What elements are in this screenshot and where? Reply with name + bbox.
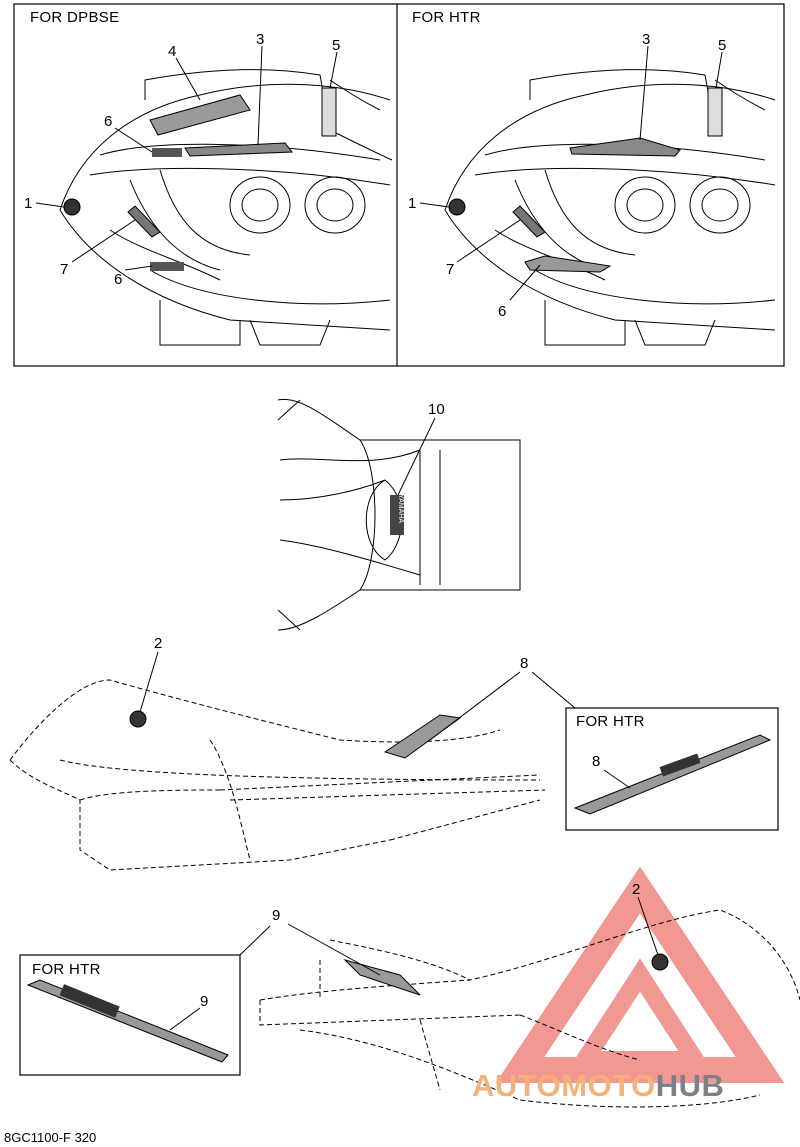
watermark-text-auto: AUTOMOTO — [472, 1068, 656, 1103]
callout-6: 6 — [104, 113, 113, 130]
emblem-1 — [63, 198, 81, 216]
side-view-right — [259, 909, 800, 1108]
decal-8-inset-mark — [659, 753, 701, 777]
callout-3: 3 — [256, 31, 265, 48]
callout-9: 9 — [272, 907, 281, 924]
callout-5: 5 — [332, 37, 341, 54]
decal-6-htr — [524, 255, 612, 273]
callout-10: 10 — [428, 401, 445, 418]
decal-6-lower — [150, 262, 184, 271]
decals-dpbse — [63, 87, 337, 271]
decal-7 — [127, 205, 161, 238]
callout-7: 7 — [60, 261, 69, 278]
decal-9-inset-mark — [59, 984, 120, 1018]
decal-7-htr — [512, 205, 546, 238]
caption-for-htr-mid: FOR HTR — [576, 713, 645, 730]
decal-9-side — [343, 959, 421, 996]
decal-5-htr — [707, 87, 723, 137]
callout-1: 1 — [24, 195, 33, 212]
leaders-htr — [419, 45, 723, 301]
callout-7-htr: 7 — [446, 261, 455, 278]
decal-3-htr — [569, 137, 681, 157]
leader-10 — [397, 417, 436, 496]
leader-9-inset — [169, 1007, 201, 1031]
callout-4: 4 — [168, 43, 177, 60]
callout-1-htr: 1 — [408, 195, 417, 212]
front-view-dpbse — [59, 69, 393, 346]
leader-8-inset — [603, 769, 631, 789]
callout-5-htr: 5 — [718, 37, 727, 54]
callout-6-htr: 6 — [498, 303, 507, 320]
caption-for-htr-bottom: FOR HTR — [32, 961, 101, 978]
caption-for-dpbse: FOR DPBSE — [30, 9, 120, 26]
callout-8-inset: 8 — [592, 753, 601, 770]
emblem-2-mid — [129, 710, 147, 728]
leaders-mid — [139, 651, 576, 741]
emblem-2-bottom — [651, 953, 669, 971]
callout-6-lower: 6 — [114, 271, 123, 288]
decals-htr — [448, 87, 723, 273]
callout-9-inset: 9 — [200, 993, 209, 1010]
emblem-1-htr — [448, 198, 466, 216]
top-frame — [13, 3, 785, 367]
side-view-left — [9, 679, 546, 871]
top-view-seat — [277, 398, 521, 631]
leaders-dpbse — [35, 45, 338, 271]
decal-10-text: YAMAHA — [397, 493, 405, 524]
callout-2-bottom: 2 — [632, 881, 641, 898]
callout-2-mid: 2 — [154, 635, 163, 652]
callout-8: 8 — [520, 655, 529, 672]
decal-4 — [149, 94, 251, 136]
watermark-text: AUTOMOTOHUB — [472, 1068, 724, 1104]
watermark-logo — [495, 866, 785, 1083]
caption-for-htr-top: FOR HTR — [412, 9, 481, 26]
callout-3-htr: 3 — [642, 31, 651, 48]
decal-10 — [390, 495, 404, 535]
decal-6-upper — [152, 148, 182, 157]
part-code: 8GC1100-F 320 — [4, 1130, 97, 1145]
decal-8-side — [383, 714, 462, 759]
decal-5 — [321, 87, 337, 137]
watermark-text-hub: HUB — [655, 1068, 725, 1103]
leaders-bottom — [239, 896, 659, 976]
decal-3 — [184, 142, 293, 157]
front-view-htr — [444, 69, 776, 346]
